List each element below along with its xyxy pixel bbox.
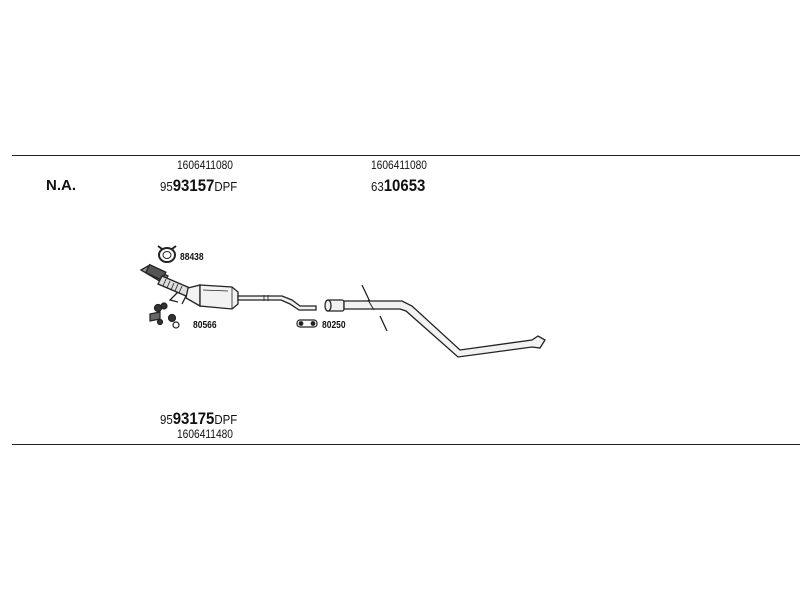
alt-part-main: 93175 [172,409,215,428]
alt-oe-number: 1606411480 [177,427,233,441]
bottom-divider [12,444,800,445]
clamp-label: 88438 [180,252,204,263]
rear-oe-number: 1606411080 [371,158,427,172]
front-oe-number: 1606411080 [177,158,233,172]
rear-pipe[interactable] [324,284,546,358]
variant-label: N.A. [46,177,76,194]
mount-icon[interactable] [296,319,318,328]
front-part-main: 93157 [172,176,215,195]
front-pipe-dpf[interactable] [139,263,317,311]
alt-part-number[interactable]: 9593175DPF [160,409,237,429]
bolt-kit-icon[interactable] [149,302,180,329]
alt-part-suffix: DPF [214,412,238,427]
top-divider [12,155,800,156]
rear-part-main: 10653 [383,176,426,195]
front-part-number[interactable]: 9593157DPF [160,176,237,196]
rubber-mount-label: 80250 [322,320,346,331]
rear-part-number[interactable]: 6310653 [371,176,425,196]
front-part-prefix: 95 [160,179,173,194]
front-part-suffix: DPF [214,179,238,194]
alt-part-prefix: 95 [160,412,173,427]
gasket-kit-label: 80566 [193,320,217,331]
rear-part-prefix: 63 [371,179,384,194]
clamp-ring-icon[interactable] [157,245,177,263]
